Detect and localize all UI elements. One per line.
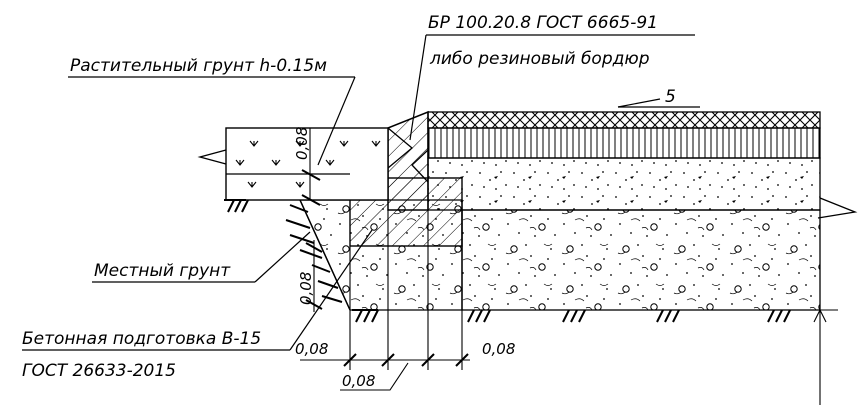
pavement-binder-layer [427,127,821,159]
dimension-lines [300,128,838,405]
topsoil-symbols [235,140,381,188]
curb-stone [387,110,429,211]
dim-bottom-right: 0,08 [482,340,515,358]
ground-symbols [224,199,791,323]
concrete-bedding-label: Бетонная подготовка В-15 [22,329,261,349]
slope-label: 5 [665,87,676,107]
sand-base-layer [427,157,821,211]
leader-lines [22,34,700,351]
pavement-top-layer [427,111,821,129]
gravel-subbase [461,209,821,311]
topsoil-label: Растительный грунт h-0.15м [70,56,327,76]
dim-side-height: 0,08 [297,272,315,305]
curb-spec-label: БР 100.20.8 ГОСТ 6665-91 [428,13,658,33]
local-soil-label: Местный грунт [94,261,231,281]
dim-bottom-mid: 0,08 [342,372,375,390]
dim-topsoil-height: 0,08 [293,127,311,160]
dim-bottom-left: 0,08 [295,340,328,358]
concrete-standard-label: ГОСТ 26633-2015 [22,361,176,381]
curb-alt-label: либо резиновый бордюр [429,49,650,69]
